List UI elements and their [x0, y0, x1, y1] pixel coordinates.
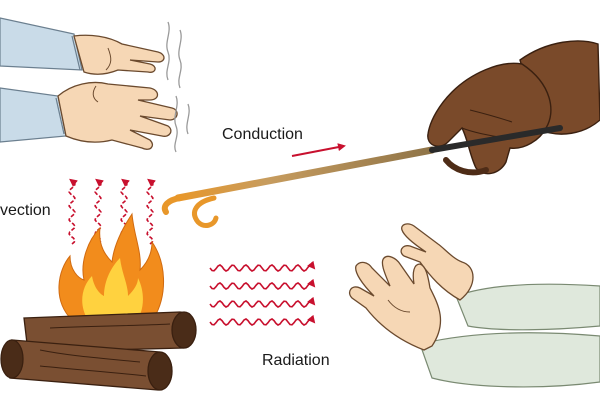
heat-shimmer-lines	[166, 21, 190, 153]
right-hand-2	[348, 255, 442, 351]
convection-label: vection	[0, 202, 51, 219]
upper-sleeve-1	[0, 17, 83, 71]
radiation-arrow-2	[209, 278, 316, 290]
convection-arrows	[68, 178, 156, 245]
radiation-arrow-3	[209, 296, 316, 308]
convection-arrow-1	[68, 178, 78, 245]
right-hand-1	[400, 223, 474, 301]
radiation-arrow-4	[209, 314, 316, 326]
right-sleeve-1	[455, 283, 600, 331]
radiation-arrow-1	[209, 260, 316, 272]
radiation-label: Radiation	[262, 352, 330, 369]
conduction-arrow	[291, 143, 346, 157]
upper-sleeve-2	[0, 87, 67, 143]
gloved-hand	[427, 40, 600, 176]
radiation-hands	[348, 223, 600, 388]
campfire-icon	[0, 212, 197, 391]
conduction-label: Conduction	[222, 126, 303, 143]
right-sleeve-2	[419, 332, 600, 388]
radiation-arrows	[209, 260, 316, 326]
conduction-rod	[161, 146, 436, 228]
upper-hands	[0, 17, 178, 150]
upper-hand-2	[57, 81, 178, 150]
convection-arrow-4	[146, 178, 156, 245]
upper-hand-1	[73, 34, 165, 75]
